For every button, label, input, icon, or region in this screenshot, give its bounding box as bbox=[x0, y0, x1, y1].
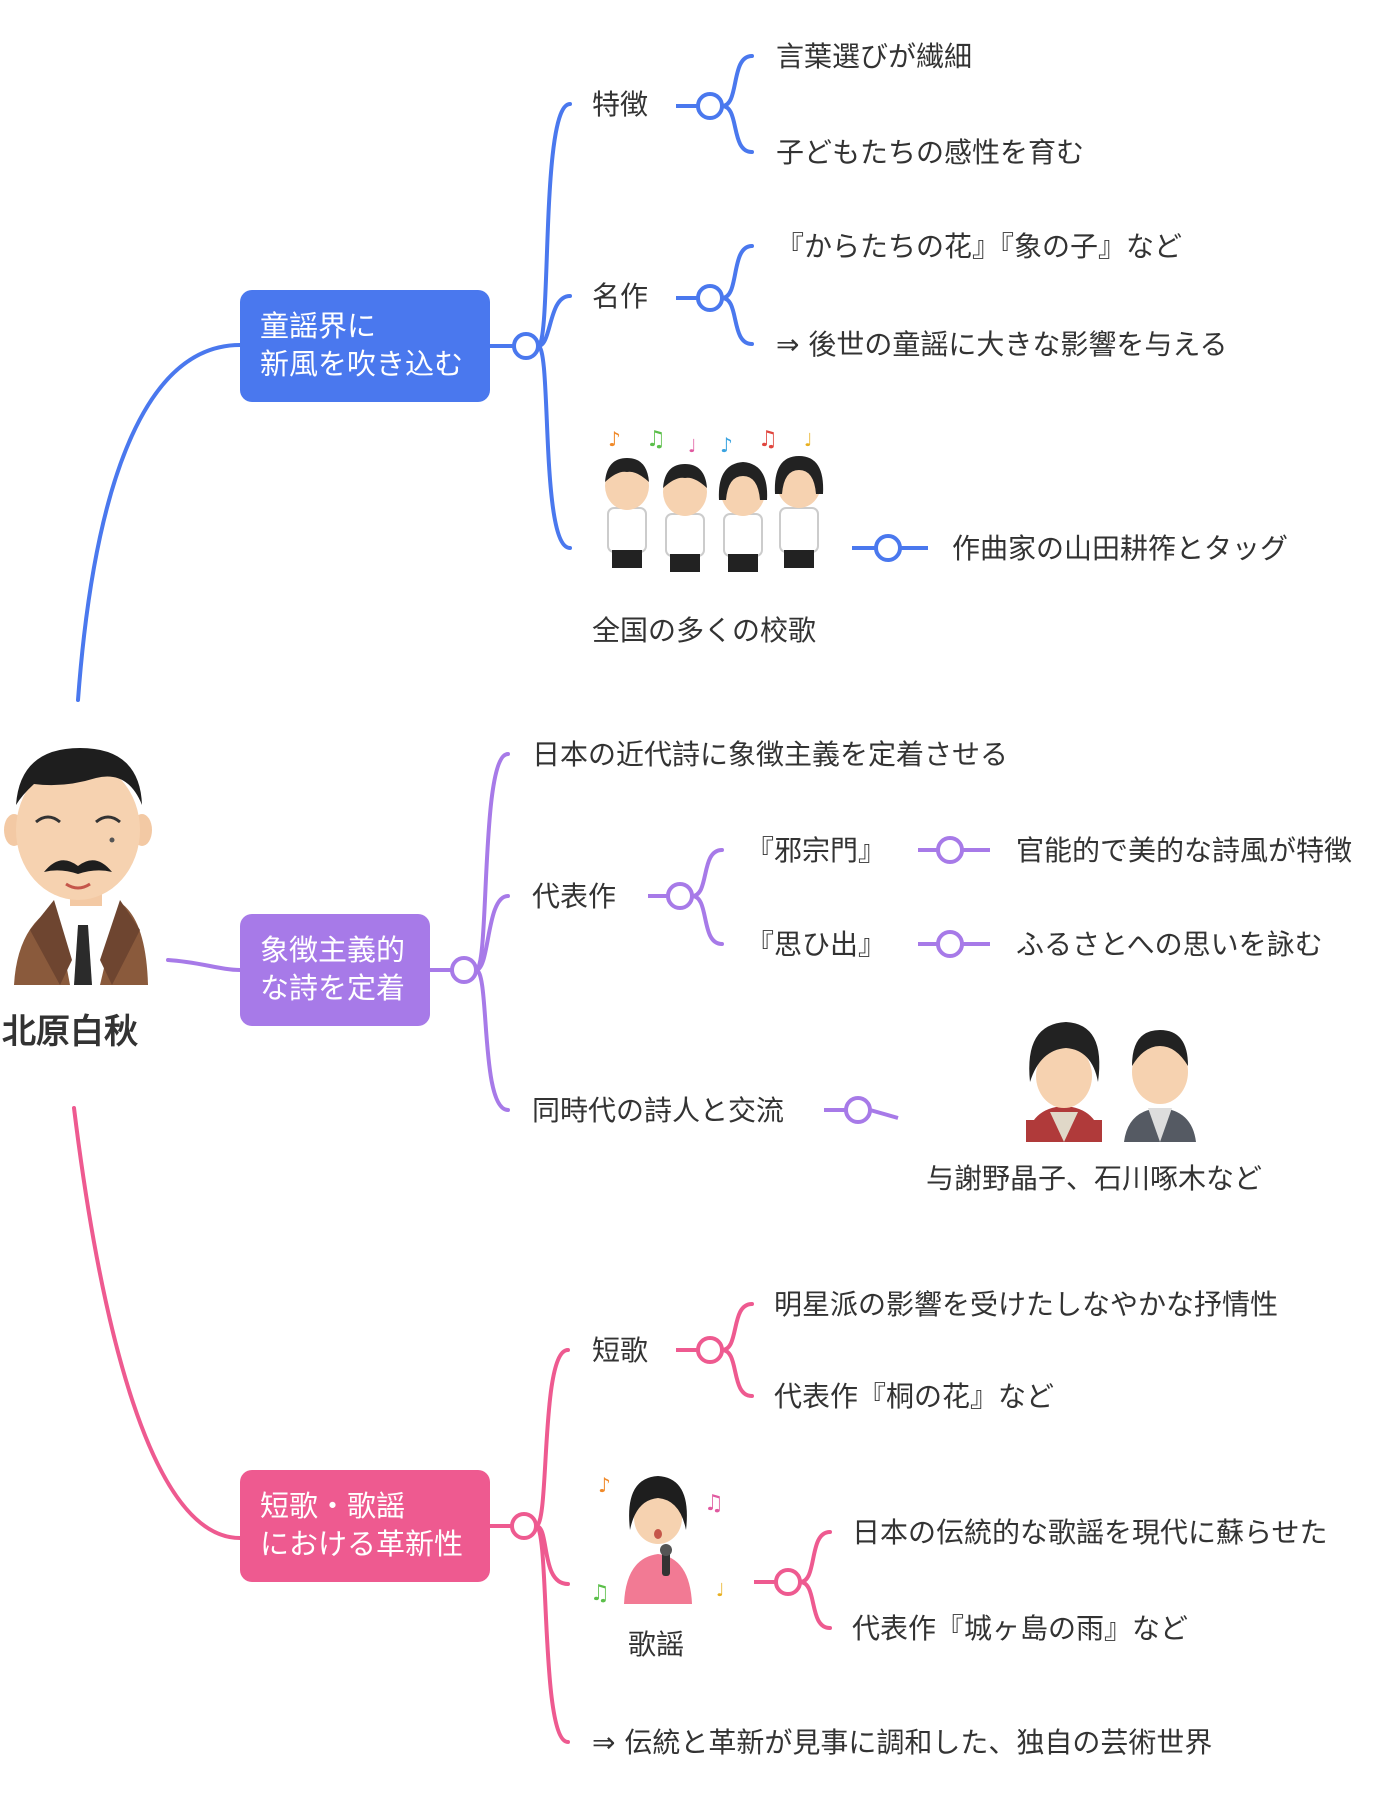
branch1-label-line2: 新風を吹き込む bbox=[260, 347, 463, 381]
branch3-node[interactable] bbox=[510, 1512, 538, 1540]
tanka-node[interactable] bbox=[696, 1336, 724, 1364]
features-item2: 子どもたちの感性を育む bbox=[776, 136, 1084, 169]
two-poets-icon bbox=[1026, 1022, 1196, 1142]
features-node[interactable] bbox=[696, 92, 724, 120]
works-item1: 『からたちの花』『象の子』など bbox=[776, 230, 1182, 263]
features-item1: 言葉選びが繊細 bbox=[776, 40, 972, 73]
work1-title: 『邪宗門』 bbox=[746, 834, 886, 867]
branch3-box[interactable] bbox=[240, 1470, 490, 1582]
svg-text:♩: ♩ bbox=[716, 1580, 725, 1601]
svg-text:♫: ♫ bbox=[758, 427, 778, 452]
works-fan bbox=[720, 244, 754, 346]
branch2-label-line2: な詩を定着 bbox=[260, 971, 405, 1005]
branch3-label-line1: 短歌・歌謡 bbox=[260, 1489, 405, 1523]
branch2-box[interactable] bbox=[240, 914, 430, 1026]
works2-fan bbox=[690, 848, 724, 946]
tanka-label: 短歌 bbox=[592, 1334, 648, 1367]
branch2-item1: 日本の近代詩に象徴主義を定着させる bbox=[532, 738, 1008, 771]
school-songs-detail: 作曲家の山田耕筰とタッグ bbox=[952, 532, 1288, 565]
works-node[interactable] bbox=[696, 284, 724, 312]
branch3-fan bbox=[534, 1348, 570, 1744]
branch3-label-line2: における革新性 bbox=[260, 1527, 463, 1561]
children-choir-icon: ♪ ♫ ♩ ♪ ♫ ♩ bbox=[605, 427, 824, 572]
svg-text:♪: ♪ bbox=[608, 427, 621, 451]
kayo-node[interactable] bbox=[774, 1568, 802, 1596]
tanka-item1: 明星派の影響を受けたしなやかな抒情性 bbox=[774, 1288, 1278, 1321]
features-label: 特徴 bbox=[592, 88, 648, 121]
exchange-label: 同時代の詩人と交流 bbox=[532, 1094, 784, 1127]
svg-text:♩: ♩ bbox=[688, 436, 697, 457]
branch1-box[interactable] bbox=[240, 290, 490, 402]
school-songs-node[interactable] bbox=[874, 534, 902, 562]
school-songs-label: 全国の多くの校歌 bbox=[592, 614, 816, 647]
work2-desc: ふるさとへの思いを詠む bbox=[1016, 928, 1323, 961]
exchange-node[interactable] bbox=[844, 1096, 872, 1124]
kayo-fan bbox=[798, 1530, 832, 1630]
exchange-poets: 与謝野晶子、石川啄木など bbox=[926, 1162, 1262, 1195]
work2-title: 『思ひ出』 bbox=[746, 928, 886, 961]
edge-root-branch1 bbox=[76, 343, 242, 702]
svg-text:♪: ♪ bbox=[598, 1473, 611, 1497]
exchange-link bbox=[869, 1108, 899, 1120]
work1-node[interactable] bbox=[936, 836, 964, 864]
svg-text:♩: ♩ bbox=[804, 430, 813, 451]
branch1-label-line1: 童謡界に bbox=[260, 309, 376, 343]
svg-text:♫: ♫ bbox=[704, 1491, 724, 1516]
branch3-conclusion: ⇒ 伝統と革新が見事に調和した、独自の芸術世界 bbox=[592, 1726, 1212, 1759]
works-label: 名作 bbox=[592, 280, 648, 313]
works2-label: 代表作 bbox=[532, 880, 616, 913]
svg-text:♪: ♪ bbox=[720, 433, 733, 457]
kayo-item1: 日本の伝統的な歌謡を現代に蘇らせた bbox=[852, 1516, 1327, 1549]
features-fan bbox=[720, 54, 754, 154]
branch2-fan bbox=[474, 752, 510, 1112]
branch2-label-line1: 象徴主義的 bbox=[260, 933, 405, 967]
kayo-item2: 代表作『城ヶ島の雨』など bbox=[852, 1612, 1188, 1645]
poet-portrait-icon bbox=[4, 748, 152, 985]
work2-node[interactable] bbox=[936, 930, 964, 958]
branch2-node[interactable] bbox=[450, 956, 478, 984]
tanka-fan bbox=[720, 1302, 754, 1398]
works2-node[interactable] bbox=[666, 882, 694, 910]
work1-desc: 官能的で美的な詩風が特徴 bbox=[1016, 834, 1352, 867]
edge-root-branch3 bbox=[72, 1106, 242, 1540]
singer-icon: ♪ ♫ ♫ ♩ bbox=[590, 1473, 725, 1606]
root-title: 北原白秋 bbox=[2, 1012, 138, 1052]
works-item2: ⇒ 後世の童謡に大きな影響を与える bbox=[776, 328, 1228, 361]
edge-root-branch2 bbox=[166, 958, 242, 972]
branch1-node[interactable] bbox=[512, 332, 540, 360]
kayo-label: 歌謡 bbox=[628, 1628, 684, 1661]
svg-text:♫: ♫ bbox=[590, 1581, 610, 1606]
branch1-fan bbox=[536, 102, 572, 550]
tanka-item2: 代表作『桐の花』など bbox=[774, 1380, 1054, 1413]
svg-text:♫: ♫ bbox=[646, 427, 666, 452]
